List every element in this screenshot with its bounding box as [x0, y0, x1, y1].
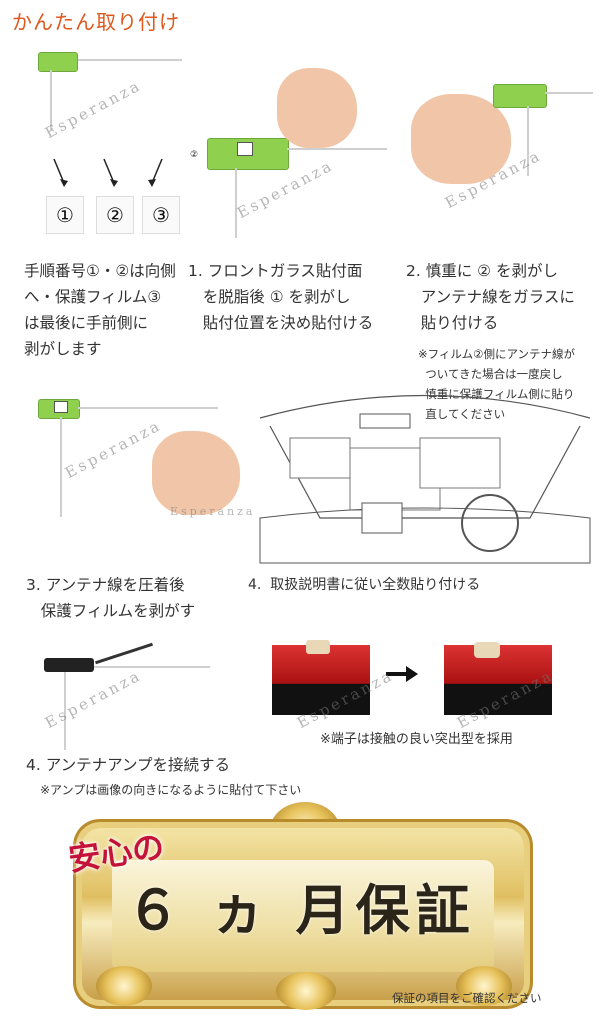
antenna-horizontal-wire — [287, 148, 387, 150]
warranty-footnote: 保証の項目をご確認ください — [392, 991, 542, 1005]
terminal-contact — [474, 642, 500, 658]
step-1-text: 1. フロントガラス貼付面 を脱脂後 ① を剥がし 貼付位置を決め貼付ける — [188, 262, 374, 332]
warranty-banner-inner — [112, 860, 494, 972]
windshield-diagram — [259, 394, 591, 564]
page-title: かんたん取り付け — [12, 10, 180, 34]
step-2-text: 2. 慎重に ② を剥がし アンテナ線をガラスに 貼り付ける — [406, 262, 575, 332]
terminal-before — [272, 645, 370, 715]
antenna-amp-diagram — [30, 640, 220, 750]
antenna-diagram-a — [30, 50, 190, 180]
marker-2: ② — [190, 150, 199, 160]
arrow-right-icon — [386, 666, 418, 682]
step-4b-note: ※アンプは画像の向きになるように貼付て下さい — [40, 783, 302, 797]
step-2-note: ※フィルム②側にアンテナ線が ついてきた場合は一度戻し 慎重に保護フィルム側に貼… — [418, 347, 576, 421]
antenna-film — [493, 84, 547, 108]
step-4b-text: 4. アンテナアンプを接続する — [26, 756, 231, 774]
step-circle-1: ① — [46, 196, 84, 234]
antenna-horizontal-wire — [70, 59, 182, 61]
antenna-vertical-wire — [64, 672, 66, 750]
terminal-note: ※端子は接触の良い突出型を採用 — [320, 732, 513, 747]
antenna-vertical-wire — [527, 106, 529, 176]
antenna-horizontal-wire — [94, 666, 210, 668]
antenna-horizontal-wire — [545, 92, 593, 94]
ornament-bottom-right — [456, 966, 512, 1006]
step-3-text: 3. アンテナ線を圧着後 保護フィルムを剥がす — [26, 576, 196, 620]
antenna-diagram-b — [195, 60, 395, 240]
antenna-diagram-c — [405, 60, 600, 210]
step-circle-2: ② — [96, 196, 134, 234]
film-label — [54, 401, 68, 413]
watermark: Esperanza — [170, 505, 256, 518]
step-intro-text: 手順番号①・②は向側 へ・保護フィルム③ は最後に手前側に 剥がします — [24, 262, 176, 358]
ornament-bottom-left — [96, 966, 152, 1006]
warranty-headline: ６ ヵ 月保証 — [126, 878, 476, 942]
amp-block — [44, 658, 94, 672]
amp-cable — [95, 642, 153, 665]
hand-image — [152, 431, 240, 515]
hand-image — [277, 68, 357, 148]
antenna-film — [38, 52, 78, 72]
arrows-icon — [53, 158, 163, 187]
antenna-vertical-wire — [60, 417, 62, 517]
step-4-text: 4. 取扱説明書に従い全数貼り付ける — [248, 577, 481, 593]
ornament-bottom — [276, 972, 336, 1010]
film-label — [237, 142, 253, 156]
hand-image — [411, 94, 511, 184]
antenna-vertical-wire — [235, 168, 237, 238]
terminal-contact — [306, 640, 330, 654]
antenna-horizontal-wire — [78, 407, 218, 409]
step-circle-3: ③ — [142, 196, 180, 234]
antenna-vertical-wire — [50, 70, 52, 130]
antenna-diagram-d — [30, 395, 240, 525]
